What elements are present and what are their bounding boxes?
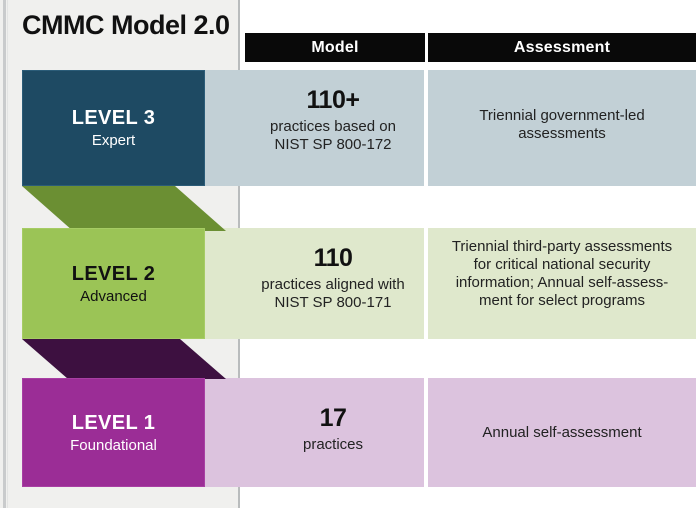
level-3-descriptor: Expert — [91, 132, 136, 149]
level2-assessment-line-4: ment for select programs — [479, 292, 645, 309]
level2-assessment-line-2: for critical national security — [473, 256, 651, 273]
level2-model-cell: 110 practices aligned with NIST SP 800-1… — [245, 244, 421, 312]
level-box-2[interactable]: LEVEL 2 Advanced — [22, 228, 205, 339]
level1-model-band — [205, 378, 424, 487]
level2-model-detail-1: practices aligned with — [261, 275, 405, 293]
level-3-name: LEVEL 3 — [71, 107, 156, 129]
level1-assessment-band — [428, 378, 696, 487]
level-2-descriptor: Advanced — [80, 287, 147, 305]
level3-model-detail-1: practices based on — [270, 117, 396, 135]
level3-assessment-band — [428, 70, 696, 186]
level1-model-count: 17 — [319, 404, 347, 432]
level1-model-detail-1: practices — [302, 435, 364, 453]
level-1-name: LEVEL 1 — [71, 411, 156, 434]
connector-level2-to-level1 — [22, 339, 226, 379]
level2-model-detail-2: NIST SP 800-171 — [274, 293, 392, 311]
level1-model-cell: 17 practices — [245, 404, 421, 454]
level-box-1[interactable]: LEVEL 1 Foundational — [22, 378, 205, 487]
level2-assessment-line-1: Triennial third-party assessments — [451, 238, 673, 255]
level3-assessment-line-1: Triennial government-led — [479, 107, 645, 124]
column-header-model: Model — [245, 33, 425, 62]
left-rail-accent — [3, 0, 6, 508]
connector-level3-to-level2 — [22, 186, 226, 231]
level2-assessment-cell: Triennial third-party assessments for cr… — [430, 238, 694, 310]
level3-assessment-cell: Triennial government-led assessments — [434, 107, 690, 143]
level2-model-band — [205, 228, 424, 339]
level2-assessment-line-3: information; Annual self-assess- — [455, 274, 669, 291]
level1-assessment-cell: Annual self-assessment — [434, 424, 690, 442]
level-box-3[interactable]: LEVEL 3 Expert — [22, 70, 205, 186]
level3-model-count: 110+ — [306, 86, 360, 114]
level2-column-divider — [424, 228, 428, 339]
level1-assessment-line-1: Annual self-assessment — [482, 424, 642, 441]
level3-model-cell: 110+ practices based on NIST SP 800-172 — [245, 86, 421, 154]
level3-model-band — [205, 70, 424, 186]
level-2-name: LEVEL 2 — [71, 262, 156, 285]
column-header-assessment: Assessment — [428, 33, 696, 62]
level3-model-detail-2: NIST SP 800-172 — [274, 135, 392, 153]
left-rail-accent-thin — [7, 0, 8, 508]
level1-column-divider — [424, 378, 428, 487]
level2-model-count: 110 — [313, 244, 353, 272]
page-title: CMMC Model 2.0 — [22, 10, 230, 40]
level2-assessment-band — [428, 228, 696, 339]
level3-column-divider — [424, 70, 428, 186]
level3-assessment-line-2: assessments — [518, 125, 606, 142]
level-1-descriptor: Foundational — [70, 436, 157, 454]
